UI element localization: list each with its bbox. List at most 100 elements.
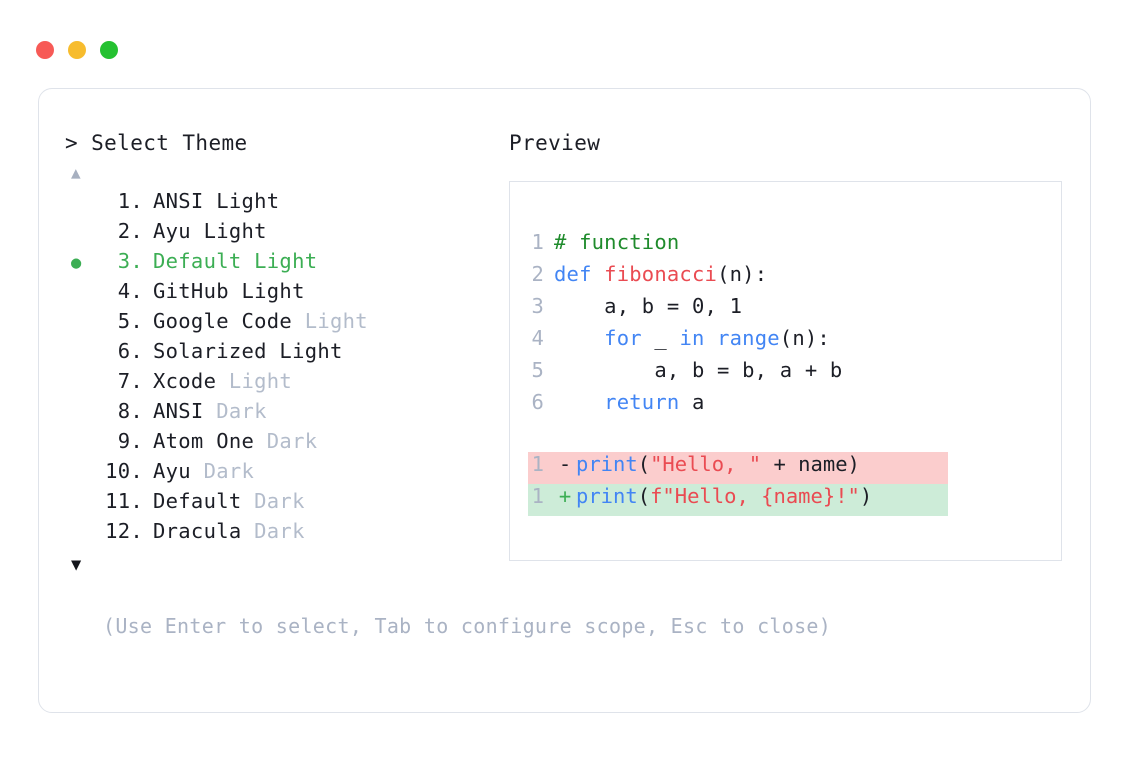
theme-item-name: Solarized: [153, 339, 280, 363]
diff-block: 1-print("Hello, " + name)1+print(f"Hello…: [528, 452, 1061, 516]
code-token: fibonacci: [604, 262, 718, 286]
minimize-window-dot[interactable]: [68, 41, 86, 59]
theme-item-number: 11.: [105, 489, 143, 513]
diff-marker: +: [558, 484, 572, 508]
line-number: 5: [531, 358, 544, 382]
code-line-text: # function: [554, 230, 679, 254]
preview-label: Preview: [509, 131, 601, 155]
theme-item-variant-tag: Dark: [216, 399, 267, 423]
code-line: 3 a, b = 0, 1: [528, 294, 1061, 326]
code-line: 4 for _ in range(n):: [528, 326, 1061, 358]
code-token: [554, 390, 604, 414]
theme-item-variant-tag: Light: [254, 249, 318, 273]
code-token: a, b = b, a + b: [554, 358, 843, 382]
theme-item-number: 10.: [105, 459, 143, 483]
theme-list-item[interactable]: 12. Dracula Dark: [65, 519, 509, 549]
theme-item-name: Atom One: [153, 429, 267, 453]
code-spacer: [528, 422, 1061, 452]
theme-list-item[interactable]: 6.Solarized Light: [65, 339, 509, 369]
code-preview-box: 1 # function 2 def fibonacci(n): 3 a, b = 0,…: [509, 181, 1062, 561]
diff-line-plus: 1 +print(f"Hello, {name}!"): [528, 484, 948, 516]
theme-list-item[interactable]: 2.Ayu Light: [65, 219, 509, 249]
scroll-up-arrow-icon[interactable]: ▲: [71, 163, 81, 182]
code-token: [554, 326, 604, 350]
line-number: 1: [531, 230, 544, 254]
theme-list-item[interactable]: 9. Atom One Dark: [65, 429, 509, 459]
code-block: 1 # function 2 def fibonacci(n): 3 a, b = 0,…: [528, 230, 1061, 422]
preview-panel: Preview 1 # function 2 def fibonacci(n): 3 a…: [509, 131, 1090, 575]
code-token: + name): [761, 452, 860, 476]
code-token: # function: [554, 230, 680, 254]
maximize-window-dot[interactable]: [100, 41, 118, 59]
line-number: 1: [531, 484, 544, 508]
page-title: > Select Theme: [65, 131, 248, 155]
theme-item-number: 5.: [117, 309, 143, 333]
theme-list-item[interactable]: 8.ANSI Dark: [65, 399, 509, 429]
code-token: "Hello, ": [650, 452, 762, 476]
scroll-down-arrow-icon[interactable]: ▼: [71, 555, 82, 575]
code-line: 1 # function: [528, 230, 1061, 262]
code-token: a, b = 0, 1: [554, 294, 743, 318]
theme-list-item[interactable]: 7.Xcode Light: [65, 369, 509, 399]
theme-item-number: 9.: [117, 429, 143, 453]
code-line-text: return a: [554, 390, 705, 414]
theme-item-number: 12.: [105, 519, 143, 543]
theme-item-variant-tag: Light: [216, 189, 280, 213]
theme-list-item[interactable]: 4.GitHub Light: [65, 279, 509, 309]
keyboard-hint: (Use Enter to select, Tab to configure s…: [103, 614, 832, 638]
theme-list-item[interactable]: 11.Default Dark: [65, 489, 509, 519]
theme-item-variant-tag: Dark: [254, 489, 305, 513]
window-titlebar: [0, 0, 1129, 72]
code-token: (: [637, 484, 651, 508]
theme-item-name: Xcode: [153, 369, 229, 393]
code-line: 5 a, b = b, a + b: [528, 358, 1061, 390]
theme-item-number: 6.: [117, 339, 143, 363]
theme-item-variant-tag: Dark: [254, 519, 305, 543]
line-number: 4: [531, 326, 544, 350]
theme-list-item[interactable]: 1.ANSI Light: [65, 189, 509, 219]
theme-item-number: 1.: [117, 189, 143, 213]
theme-item-variant-tag: Dark: [266, 429, 318, 453]
code-token: print: [576, 484, 638, 508]
theme-item-variant-tag: Light: [304, 309, 368, 333]
code-line-text: for _ in range(n):: [554, 326, 830, 350]
theme-item-name: Google Code: [153, 309, 305, 333]
diff-line-text: print(f"Hello, {name}!"): [576, 484, 872, 508]
theme-item-variant-tag: Light: [241, 279, 305, 303]
line-number: 6: [531, 390, 544, 414]
code-line-text: a, b = b, a + b: [554, 358, 842, 382]
theme-item-name: Dracula: [153, 519, 255, 543]
theme-item-number: 2.: [117, 219, 143, 243]
theme-list-item[interactable]: 10. Ayu Dark: [65, 459, 509, 489]
theme-item-variant-tag: Dark: [203, 459, 255, 483]
code-token: (n):: [717, 262, 768, 286]
theme-list-item[interactable]: 5. Google Code Light: [65, 309, 509, 339]
theme-item-name: Ayu: [153, 219, 204, 243]
theme-item-name: Ayu: [153, 459, 204, 483]
line-number: 2: [531, 262, 544, 286]
theme-item-number: 7.: [117, 369, 143, 393]
line-number: 1: [531, 452, 544, 476]
line-number: 3: [531, 294, 544, 318]
theme-item-number: 4.: [117, 279, 143, 303]
code-token: ): [859, 484, 873, 508]
code-token: a: [679, 390, 705, 414]
code-token: return: [604, 390, 680, 414]
code-line-text: def fibonacci(n):: [554, 262, 767, 286]
code-token: (: [637, 452, 651, 476]
close-window-dot[interactable]: [36, 41, 54, 59]
code-token: f"Hello, {name}!": [650, 484, 860, 508]
code-token: for: [604, 326, 642, 350]
code-token: def: [554, 262, 605, 286]
code-line-text: a, b = 0, 1: [554, 294, 742, 318]
theme-item-number: 3.: [117, 249, 143, 273]
theme-list-item[interactable]: ●3.Default Light: [65, 249, 509, 279]
code-line: 6 return a: [528, 390, 1061, 422]
code-token: in range: [679, 326, 780, 350]
theme-item-name: Default: [153, 249, 255, 273]
diff-marker: -: [558, 452, 572, 476]
